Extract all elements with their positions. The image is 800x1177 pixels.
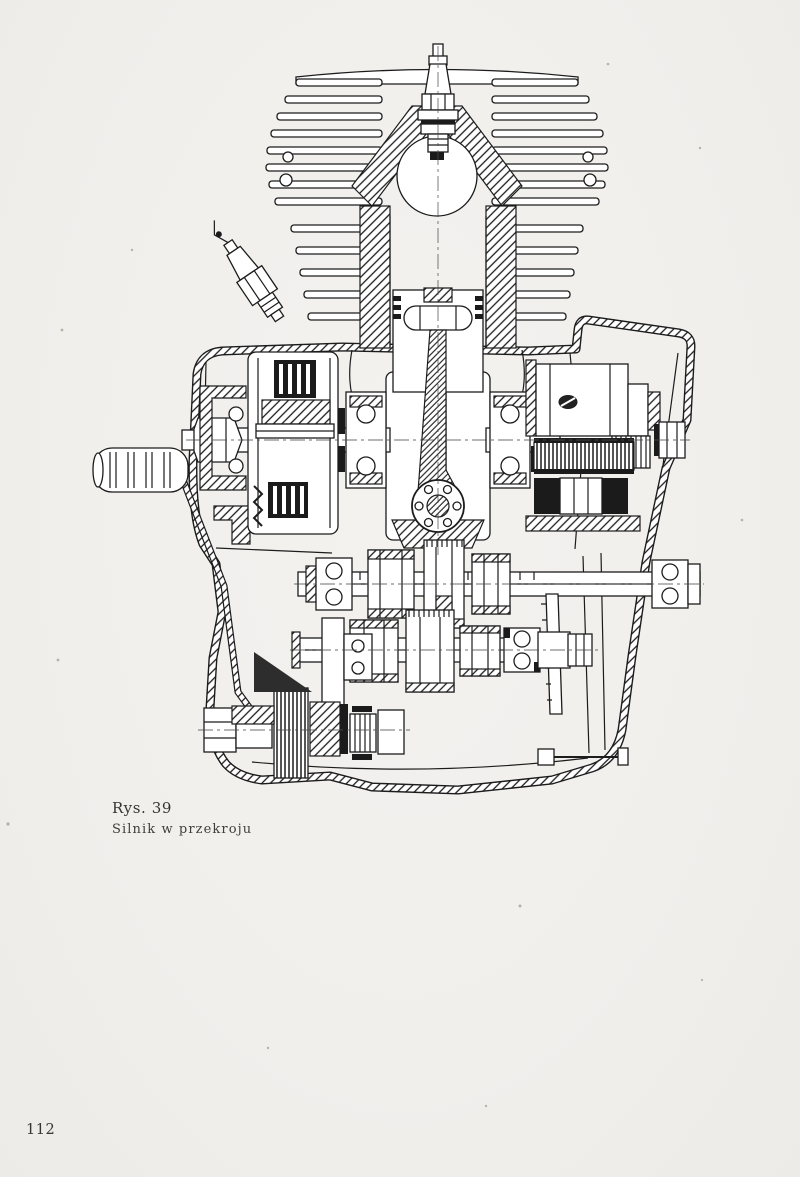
cylinder-wall-left [359, 205, 391, 349]
kickstart-return-spring [273, 687, 309, 779]
figure-title: Silnik w przekroju [112, 822, 253, 837]
output-bearing [503, 627, 541, 673]
clutch-plates-lower [268, 482, 308, 518]
kickstart-lever [176, 470, 275, 725]
paper-speckles [6, 62, 744, 1108]
figure-label: Rys. 39 [112, 799, 173, 817]
generator-assembly [525, 359, 686, 532]
countershaft-gear-2 [405, 609, 455, 693]
generator-screw [558, 395, 578, 409]
page-number: 112 [26, 1122, 56, 1138]
clutch-spring [252, 485, 264, 527]
generator-body [535, 363, 629, 437]
countershaft-gear-3 [459, 625, 501, 677]
case-through-bolt [537, 747, 629, 766]
figure-caption: Rys. 39 Silnik w przekroju [112, 799, 252, 837]
output-sprocket [537, 593, 593, 715]
plug-electrode [430, 150, 444, 160]
kickstart-mechanism [92, 447, 405, 779]
big-end-bearing [411, 479, 465, 533]
piston-rings [393, 296, 483, 319]
cylinder-and-head [265, 68, 609, 349]
clutch-assembly [199, 351, 339, 535]
case-bracket [213, 505, 251, 545]
kick-idler-bearing [343, 633, 373, 681]
stator-windings [525, 438, 641, 532]
kickstart-shaft [203, 687, 405, 779]
clutch-plates-upper [274, 360, 316, 398]
clutch-hub [261, 399, 331, 425]
decompressor-valve [213, 220, 285, 323]
centerlines [186, 46, 704, 731]
kickstart-pedal [92, 447, 189, 493]
clutch-cover-section [199, 385, 247, 491]
cylinder-wall-right [485, 205, 517, 349]
lever-stop-wedge [254, 652, 312, 692]
case-web [321, 617, 345, 707]
